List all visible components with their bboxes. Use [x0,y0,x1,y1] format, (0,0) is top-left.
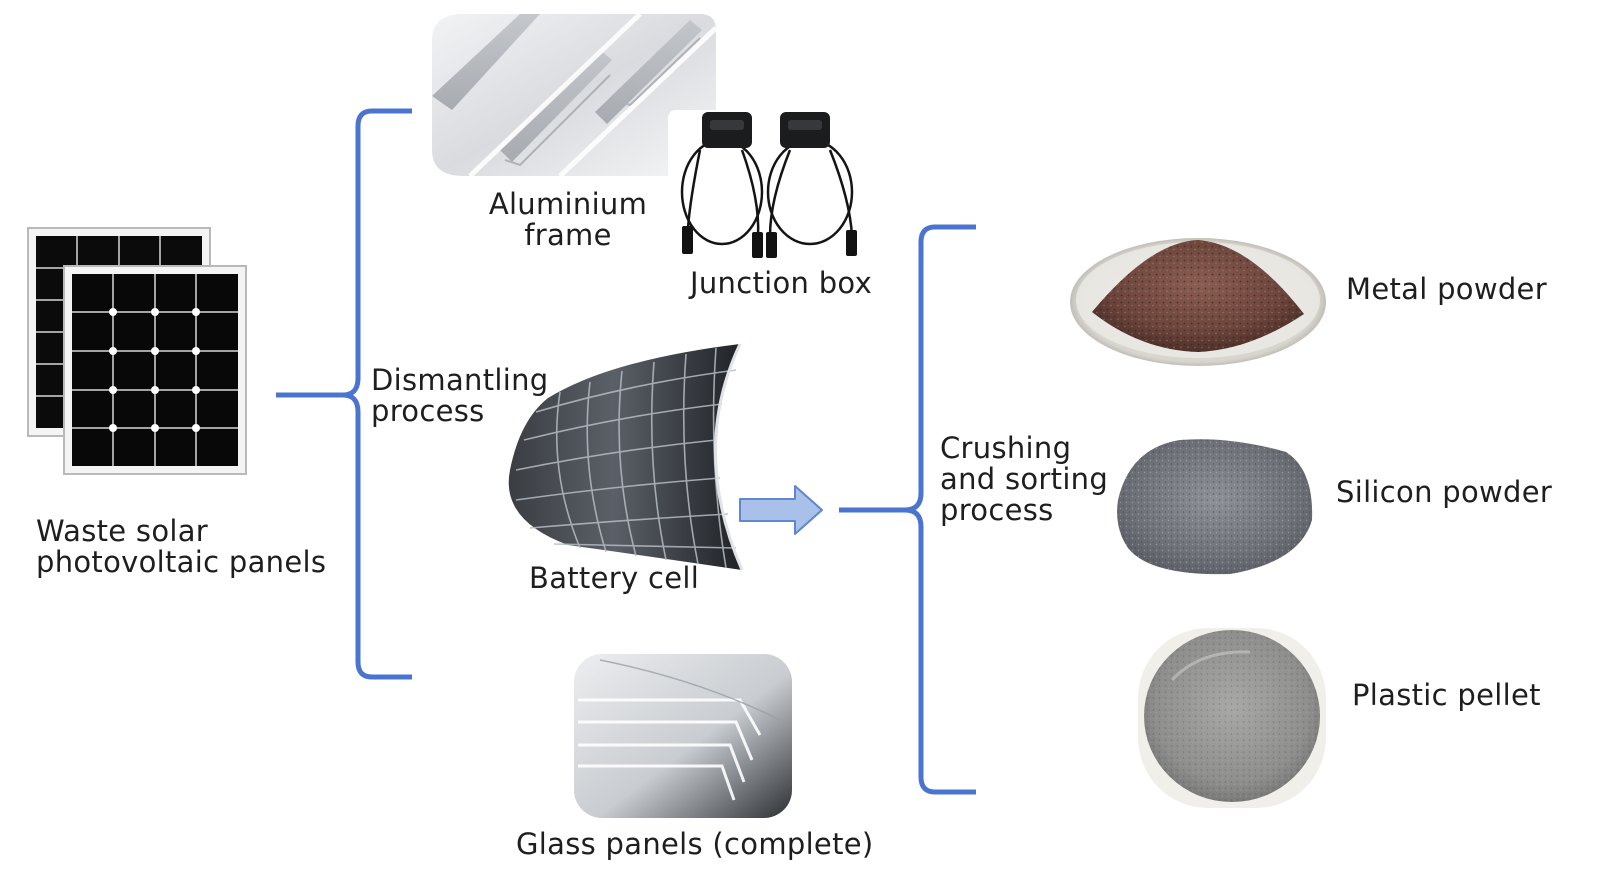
crushing-label-line1: Crushing [940,431,1072,465]
plastic-pellet-icon [1138,628,1326,808]
battery-cell-icon [508,343,744,571]
junction-box-label: Junction box [690,266,873,300]
aluminium-frame-icon [432,12,718,178]
silicon-powder-icon [1117,439,1313,575]
glass-panels-icon [574,654,792,818]
plastic-pellet-label: Plastic pellet [1352,678,1541,712]
silicon-powder-label: Silicon powder [1336,475,1553,509]
junction-box-icon [680,112,857,258]
dismantling-label-line1: Dismantling [371,363,549,397]
aluminium-label-line1: Aluminium [488,187,648,221]
solar-panels-icon [27,227,247,475]
aluminium-frame-label: Aluminium frame [488,189,648,251]
waste-panels-label: Waste solar photovoltaic panels [36,516,326,578]
battery-cell-label: Battery cell [529,561,700,595]
glass-panels-label: Glass panels (complete) [516,827,874,861]
metal-powder-icon [1070,238,1326,366]
waste-panels-label-line1: Waste solar [36,514,209,548]
dismantling-process-label: Dismantling process [371,365,548,427]
crushing-label-line2: and sorting [940,462,1109,496]
crushing-process-label: Crushing and sorting process [940,433,1108,526]
dismantling-label-line2: process [371,394,485,428]
crushing-bracket [839,224,976,795]
flow-arrow-icon [739,485,823,535]
dismantling-bracket [276,108,412,680]
aluminium-label-line2: frame [524,218,612,252]
metal-powder-label: Metal powder [1346,272,1547,306]
crushing-label-line3: process [940,493,1054,527]
waste-panels-label-line2: photovoltaic panels [36,545,327,579]
